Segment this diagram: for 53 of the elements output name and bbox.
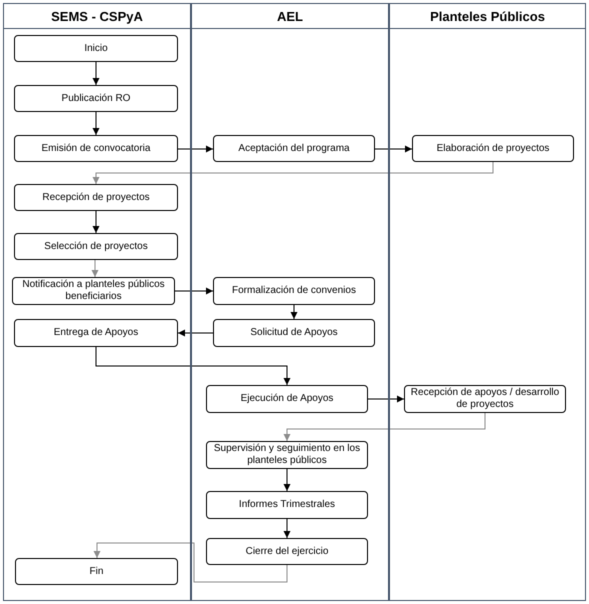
step-label: Cierre del ejercicio bbox=[246, 546, 328, 558]
process-box bbox=[206, 385, 368, 413]
process-box bbox=[14, 184, 178, 211]
step-label: Informes Trimestrales bbox=[238, 499, 336, 511]
process-box bbox=[14, 135, 178, 162]
step-label: Recepción de proyectos bbox=[42, 192, 150, 204]
arrow bbox=[94, 542, 288, 582]
step-label: Formalización de convenios bbox=[232, 285, 356, 297]
arrow bbox=[96, 346, 290, 386]
process-box bbox=[213, 135, 375, 162]
process-box bbox=[14, 85, 178, 112]
step-label: Ejecución de Apoyos bbox=[240, 393, 334, 405]
process-box bbox=[14, 319, 178, 347]
step-label: Aceptación del programa bbox=[238, 142, 350, 154]
arrow bbox=[368, 396, 404, 402]
process-box bbox=[206, 538, 368, 565]
swimlane bbox=[389, 3, 586, 601]
step-label: Fin bbox=[90, 566, 104, 578]
step-label: Recepción de apoyos / desarrollo de proyectos bbox=[410, 387, 560, 411]
arrow bbox=[92, 260, 98, 278]
arrow bbox=[290, 304, 298, 320]
arrow bbox=[178, 330, 214, 336]
process-box bbox=[404, 385, 566, 413]
swimlane bbox=[3, 3, 191, 601]
step-label: Selección de proyectos bbox=[44, 240, 148, 252]
process-box bbox=[15, 558, 178, 585]
step-label: Notificación a planteles públicos beneficiarios bbox=[21, 279, 166, 303]
arrow bbox=[284, 412, 486, 442]
arrow bbox=[92, 210, 100, 234]
step-label: Inicio bbox=[84, 42, 108, 54]
process-box bbox=[12, 277, 175, 305]
step-label: Solicitud de Apoyos bbox=[250, 327, 338, 339]
arrow bbox=[284, 518, 290, 538]
step-label: Supervisión y seguimiento en los planteles públicos bbox=[212, 443, 362, 467]
process-box bbox=[206, 441, 368, 469]
process-box bbox=[213, 277, 375, 305]
step-label: Elaboración de proyectos bbox=[436, 142, 550, 154]
arrow bbox=[178, 146, 214, 152]
arrow bbox=[92, 162, 494, 184]
process-box bbox=[213, 319, 375, 347]
arrow bbox=[374, 146, 412, 152]
process-box bbox=[412, 135, 574, 162]
arrow bbox=[174, 288, 214, 294]
process-box bbox=[14, 35, 178, 62]
arrow bbox=[92, 112, 100, 136]
step-label: Emisión de convocatoria bbox=[42, 142, 150, 154]
process-box bbox=[206, 491, 368, 519]
step-label: Publicación RO bbox=[62, 92, 130, 104]
step-label: Entrega de Apoyos bbox=[54, 327, 138, 339]
arrow bbox=[284, 468, 290, 492]
arrow bbox=[92, 62, 100, 86]
process-box bbox=[14, 233, 178, 260]
swimlane bbox=[191, 3, 389, 601]
